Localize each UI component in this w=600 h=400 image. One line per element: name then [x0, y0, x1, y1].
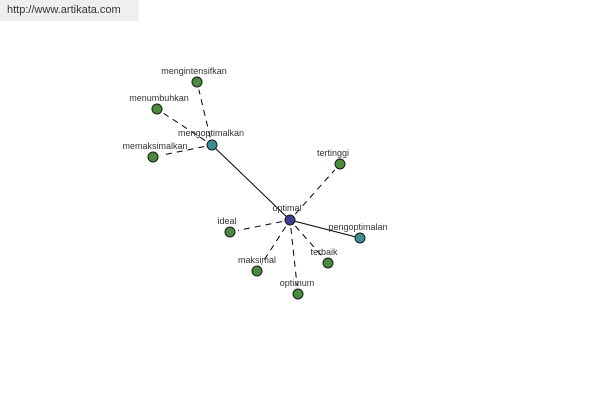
node-memaksimalkan[interactable]: memaksimalkan: [122, 141, 188, 163]
edge-optimal-optimum: [290, 227, 298, 287]
node-circle[interactable]: [151, 103, 163, 115]
node-ideal[interactable]: ideal: [217, 216, 237, 238]
node-terbaik[interactable]: terbaik: [310, 247, 338, 269]
node-optimum[interactable]: optimum: [280, 278, 315, 300]
node-label: mengoptimalkan: [178, 128, 244, 138]
node-label: mengintensifkan: [161, 66, 227, 76]
node-mengoptimalkan[interactable]: mengoptimalkan: [178, 128, 244, 151]
edge-mengoptimalkan-mengintensifkan: [198, 89, 211, 138]
edge-optimal-ideal: [237, 221, 283, 231]
node-circle[interactable]: [334, 158, 346, 170]
node-mengintensifkan[interactable]: mengintensifkan: [161, 66, 227, 88]
node-circle[interactable]: [354, 232, 366, 244]
edge-optimal-maksimal: [260, 226, 287, 265]
edge-mengoptimalkan-menumbuhkan: [163, 112, 206, 142]
node-circle[interactable]: [191, 76, 203, 88]
node-label: optimal: [272, 203, 301, 213]
edge-optimal-terbaik: [294, 225, 324, 258]
node-circle[interactable]: [322, 257, 334, 269]
node-menumbuhkan[interactable]: menumbuhkan: [129, 93, 189, 115]
site-link-bar: http://www.artikata.com: [0, 0, 139, 21]
node-circle[interactable]: [251, 265, 263, 277]
node-circle[interactable]: [284, 214, 296, 226]
site-link[interactable]: http://www.artikata.com: [7, 4, 121, 16]
node-label: menumbuhkan: [129, 93, 189, 103]
edge-optimal-mengoptimalkan: [211, 144, 291, 221]
node-circle[interactable]: [224, 226, 236, 238]
edge-optimal-pengoptimalan: [289, 219, 361, 239]
node-circle[interactable]: [206, 139, 218, 151]
node-label: ideal: [217, 216, 236, 226]
node-label: tertinggi: [317, 148, 349, 158]
node-pengoptimalan[interactable]: pengoptimalan: [328, 222, 388, 244]
node-label: optimum: [280, 278, 315, 288]
edge-mengoptimalkan-memaksimalkan: [160, 146, 205, 156]
node-label: maksimal: [238, 255, 276, 265]
edge-optimal-tertinggi: [294, 169, 336, 215]
node-optimal[interactable]: optimal: [272, 203, 302, 226]
node-maksimal[interactable]: maksimal: [238, 255, 276, 277]
node-label: memaksimalkan: [122, 141, 187, 151]
node-tertinggi[interactable]: tertinggi: [317, 148, 349, 170]
node-label: pengoptimalan: [328, 222, 387, 232]
node-label: terbaik: [310, 247, 338, 257]
node-circle[interactable]: [292, 288, 304, 300]
node-circle[interactable]: [147, 151, 159, 163]
